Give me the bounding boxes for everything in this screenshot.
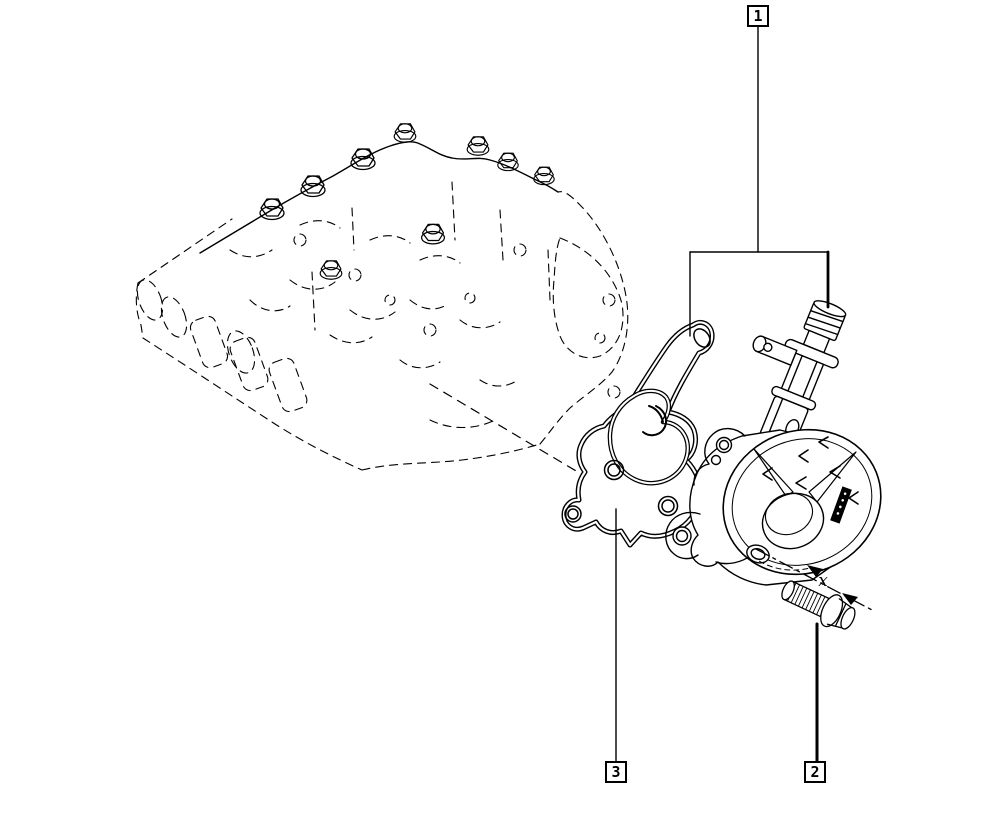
engine-top-contour <box>199 141 559 254</box>
callout-1-box <box>747 5 769 27</box>
pump-mounting-lobes <box>665 427 770 565</box>
gasket-arm-hole <box>693 328 711 348</box>
gasket-drawing[interactable] <box>561 319 715 548</box>
engine-internal-detail <box>229 181 621 428</box>
callout-3[interactable]: 3 <box>605 508 627 783</box>
gasket-hole-lower-left <box>607 463 621 477</box>
engine-ports <box>136 279 308 413</box>
callout-3-label: 3 <box>611 763 620 781</box>
gasket-center-cutout-inner-line <box>608 389 689 485</box>
gasket-hole-foot <box>567 508 579 520</box>
callout-1-label: 1 <box>753 7 762 25</box>
bolt-flange <box>820 594 844 628</box>
callout-2-label: 2 <box>810 763 819 781</box>
axis-dimension-label: x <box>818 571 828 591</box>
bolt-shaft-end <box>781 580 795 601</box>
gasket-bolt-holes <box>564 328 711 523</box>
callout-3-box <box>605 761 627 783</box>
mounting-bolt-drawing[interactable] <box>776 573 860 636</box>
pump-face-rim <box>731 438 873 566</box>
pump-hub <box>761 492 825 550</box>
bolt-axis-annotation: x <box>755 548 873 611</box>
bolt-hex-head-end <box>840 606 856 630</box>
pump-inlet-tube <box>752 300 847 451</box>
callout-2[interactable]: 2 <box>804 622 826 783</box>
gasket-hole-lower-right <box>661 499 675 513</box>
pump-face-chevrons <box>762 436 859 505</box>
gasket-inner-hook <box>642 405 668 437</box>
pump-bottom-arc <box>751 555 811 571</box>
axis-arrow-lower <box>842 593 858 605</box>
engine-head-bolts <box>259 123 555 280</box>
callout-1[interactable]: 1 <box>689 5 830 337</box>
engine-cylinder-head-drawing <box>135 123 629 471</box>
pump-hub-top <box>764 492 814 536</box>
pump-vane-right <box>808 451 857 503</box>
callout-2-box <box>804 761 826 783</box>
pump-label-sticker <box>830 486 852 524</box>
axis-arrow-upper <box>807 565 823 577</box>
vacuum-pump-drawing[interactable] <box>665 282 903 597</box>
engine-outline <box>135 191 629 471</box>
